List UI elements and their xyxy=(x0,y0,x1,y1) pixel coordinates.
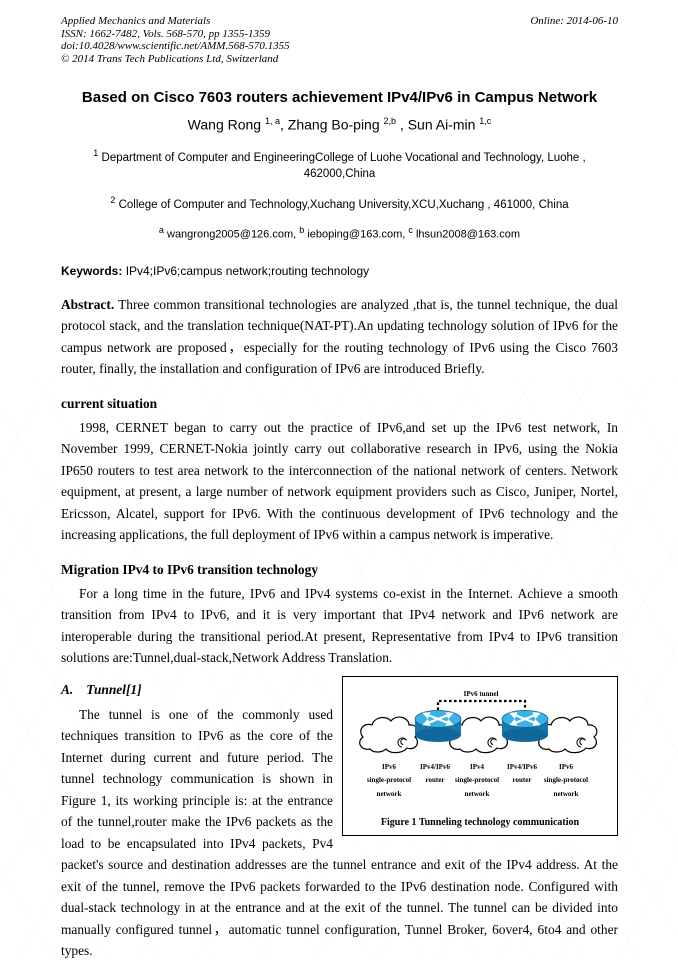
section-heading-migration: Migration IPv4 to IPv6 transition techno… xyxy=(61,561,319,577)
email-address: wangrong2005@126.com, xyxy=(163,228,300,241)
node-label-line: single-protocol xyxy=(366,776,412,785)
figure-1: IPv6 tunnel IPv6 single-protocol network… xyxy=(342,675,618,836)
node-label: IPv6 single-protocol network xyxy=(534,761,598,802)
journal-info: Applied Mechanics and Materials ISSN: 16… xyxy=(61,15,290,65)
node-label-line: IPv6 xyxy=(382,762,396,771)
paragraph-current-situation: 1998, CERNET began to carry out the prac… xyxy=(61,419,618,543)
node-label: IPv4/IPv6 router xyxy=(403,761,467,788)
node-label-line: network xyxy=(376,789,402,798)
router-icon-left xyxy=(415,710,461,742)
section-heading-current-situation: current situation xyxy=(61,395,158,411)
affiliation-2: 2 College of Computer and Technology,Xuc… xyxy=(61,192,618,214)
affiliation-text: College of Computer and Technology,Xucha… xyxy=(115,199,569,212)
author-name: Wang Rong xyxy=(187,116,265,133)
cloud-ipv6-left xyxy=(359,716,419,754)
journal-name: Applied Mechanics and Materials xyxy=(61,15,211,27)
node-label: IPv4 single-protocol network xyxy=(445,761,509,802)
email-sup: c xyxy=(408,225,413,236)
figure-node-labels: IPv6 single-protocol network IPv4/IPv6 r… xyxy=(343,761,617,813)
journal-doi: doi:10.4028/www.scientific.net/AMM.568-5… xyxy=(61,40,290,52)
node-label-line: IPv4/IPv6 xyxy=(507,762,537,771)
node-label: IPv4/IPv6 router xyxy=(490,761,554,788)
node-label-line: single-protocol xyxy=(543,776,589,785)
keywords-text: IPv4;IPv6;campus network;routing technol… xyxy=(122,263,370,278)
node-label: IPv6 single-protocol network xyxy=(357,761,421,802)
email-address: ieboping@163.com, xyxy=(304,228,409,241)
subsection-title: Tunnel[1] xyxy=(86,681,142,697)
affiliation-sup: 2 xyxy=(110,195,116,206)
page-title: Based on Cisco 7603 routers achievement … xyxy=(81,89,598,106)
tunnel-dashed-path xyxy=(436,699,527,715)
paragraph-tunnel: The tunnel is one of the commonly used t… xyxy=(61,706,618,959)
email-sup: b xyxy=(299,225,305,236)
affiliation-1: 1 Department of Computer and Engineering… xyxy=(61,145,618,184)
node-label-line: router xyxy=(425,776,445,785)
journal-copyright: © 2014 Trans Tech Publications Ltd, Swit… xyxy=(61,52,279,65)
node-label-line: single-protocol xyxy=(454,776,500,785)
node-label-line: IPv6 xyxy=(559,762,573,771)
author-sup: 1, a xyxy=(264,116,280,126)
paragraph-migration: For a long time in the future, IPv6 and … xyxy=(61,585,618,666)
tunnel-label: IPv6 tunnel xyxy=(464,690,499,698)
subsection-label: A. xyxy=(61,681,74,697)
author-name: , Zhang Bo-ping xyxy=(280,116,384,133)
author-sup: 1,c xyxy=(479,116,492,126)
affiliation-text: Department of Computer and EngineeringCo… xyxy=(98,151,586,181)
journal-header: Applied Mechanics and Materials ISSN: 16… xyxy=(61,15,618,65)
node-label-line: network xyxy=(464,789,490,798)
author-line: Wang Rong 1, a, Zhang Bo-ping 2,b , Sun … xyxy=(61,116,618,133)
keywords-line: Keywords: IPv4;IPv6;campus network;routi… xyxy=(61,264,618,278)
author-name: , Sun Ai-min xyxy=(396,116,480,133)
journal-issn: ISSN: 1662-7482, Vols. 568-570, pp 1355-… xyxy=(61,27,270,40)
affiliation-sup: 1 xyxy=(93,147,99,158)
tunnel-subsection: IPv6 tunnel IPv6 single-protocol network… xyxy=(61,675,618,962)
abstract-label: Abstract. xyxy=(61,296,115,312)
node-label-line: router xyxy=(512,776,532,785)
router-icon-right xyxy=(502,710,548,742)
abstract-text: Three common transitional technologies a… xyxy=(61,296,618,377)
email-sup: a xyxy=(158,225,164,236)
email-address: lhsun2008@163.com xyxy=(412,228,521,241)
node-label-line: IPv4/IPv6 xyxy=(420,762,450,771)
figure-caption: Figure 1 Tunneling technology communicat… xyxy=(380,816,580,828)
author-sup: 2,b xyxy=(383,116,397,126)
subsection-heading-tunnel: A. Tunnel[1] xyxy=(61,682,618,698)
email-line: a wangrong2005@126.com, b ieboping@163.c… xyxy=(61,225,618,241)
abstract: Abstract. Three common transitional tech… xyxy=(61,294,618,380)
node-label-line: network xyxy=(553,789,579,798)
keywords-label: Keywords: xyxy=(61,263,123,278)
tunnel-diagram: IPv6 tunnel xyxy=(359,690,598,754)
node-label-line: IPv4 xyxy=(470,762,484,771)
online-date: Online: 2014-06-10 xyxy=(530,15,618,27)
